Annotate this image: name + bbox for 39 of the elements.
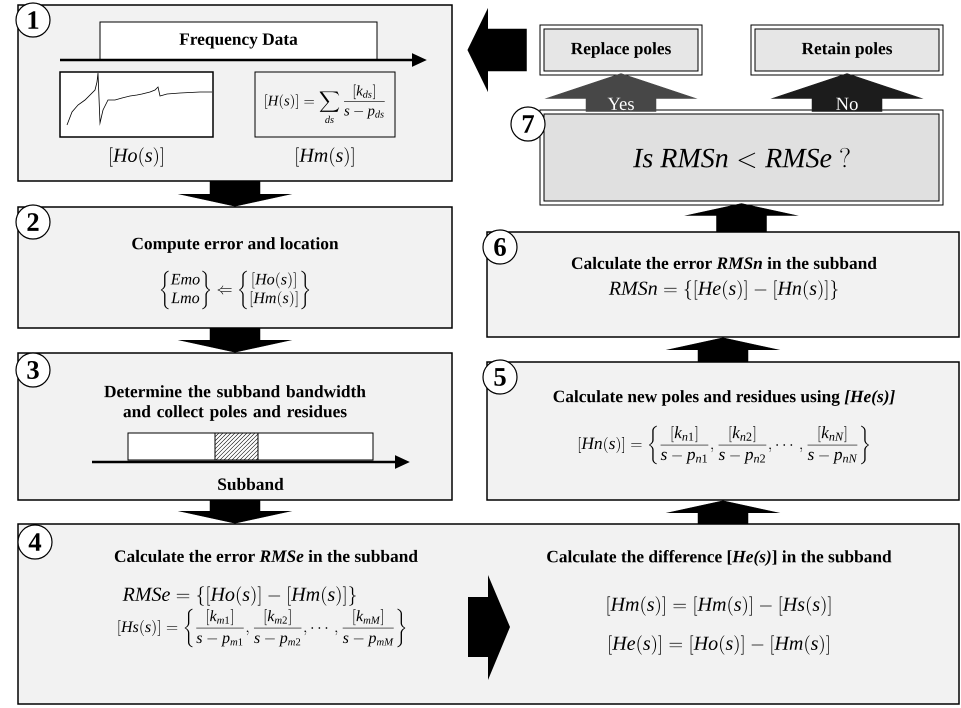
formula: $RMSe=\left\{\left[Ho(s)\right]-\left[Hm(s)\right]\right\}$ [122, 586, 356, 606]
block-arrow [178, 182, 292, 207]
step-title: Calculate the error RMSe in the subband [114, 550, 418, 562]
step-number: 5 [482, 359, 518, 395]
block-arrow [684, 203, 799, 232]
block-arrow [178, 328, 292, 353]
block-arrow [467, 8, 527, 92]
formula: $\begin{Bmatrix}Emo\\ Lmo\end{Bmatrix}\Leftarrow\begin{Bmatrix}{[Ho(s)]}\\ {[Hm(s)]}\end{Bmatrix}$ [160, 270, 310, 310]
block-arrow [666, 500, 780, 524]
formula-box: $[H(s)]=\sum_{ds}\frac{[k_{ds}]}{s-p_{ds}}$ [254, 72, 396, 138]
step-title: Calculate the difference [He(s)] in the subband [547, 550, 892, 566]
result-box: Retain poles [750, 24, 944, 76]
formula-label: $\left[Ho(s)\right]$ [110, 147, 163, 167]
formula: $[Hs(s)]=\left\{\frac{[k_{m1}]}{s-p_{m1}},\frac{[k_{m2}]}{s-p_{m2}},\cdots,\frac{[k_{mM}]}{s-p_{mM}}\right\}$ [118, 608, 406, 648]
formula: $Is\ RMSn<RMSe\ ?$ [632, 148, 850, 168]
subband-bar [128, 432, 374, 460]
formula: $[Hn(s)]=\left\{\frac{[k_{n1}]}{s-p_{n1}},\frac{[k_{n2}]}{s-p_{n2}},\cdots,\frac{[k_{nN}]}{s-p_{nN}}\right\}$ [578, 426, 869, 464]
step-number: 6 [482, 229, 518, 265]
step-number: 7 [510, 106, 546, 142]
result-box: Replace poles [540, 24, 702, 76]
formula: $RMSn=\left\{\left[He(s)\right]-\left[Hn(s)\right]\right\}$ [608, 280, 838, 300]
step-number: 4 [17, 524, 53, 560]
label-box: Frequency Data [100, 22, 378, 60]
block-arrow [178, 500, 292, 524]
formula-label: $\left[Hm(s)\right]$ [296, 147, 354, 167]
block-arrow [666, 338, 780, 362]
formula: $\left[Hm(s)\right]=\left[Hm(s)\right]-\left[Hs(s)\right]$ [608, 596, 830, 616]
step-title: Determine the subband bandwidth and collect poles and residues [104, 385, 366, 421]
axis-label: Subband [218, 478, 284, 490]
step-title: Calculate new poles and residues using [He(s)] [554, 390, 895, 406]
edge-label: Yes [606, 96, 636, 112]
step-number: 3 [15, 352, 51, 388]
step-number: 1 [15, 2, 51, 38]
block-arrow [770, 73, 924, 112]
edge-label: No [834, 96, 860, 112]
step-title: Calculate the error RMSn in the subband [572, 256, 877, 270]
step-number: 2 [15, 204, 51, 240]
step-title: Compute error and location [132, 237, 338, 253]
formula: $\left[He(s)\right]=\left[Ho(s)\right]-\left[Hm(s)\right]$ [609, 635, 829, 655]
